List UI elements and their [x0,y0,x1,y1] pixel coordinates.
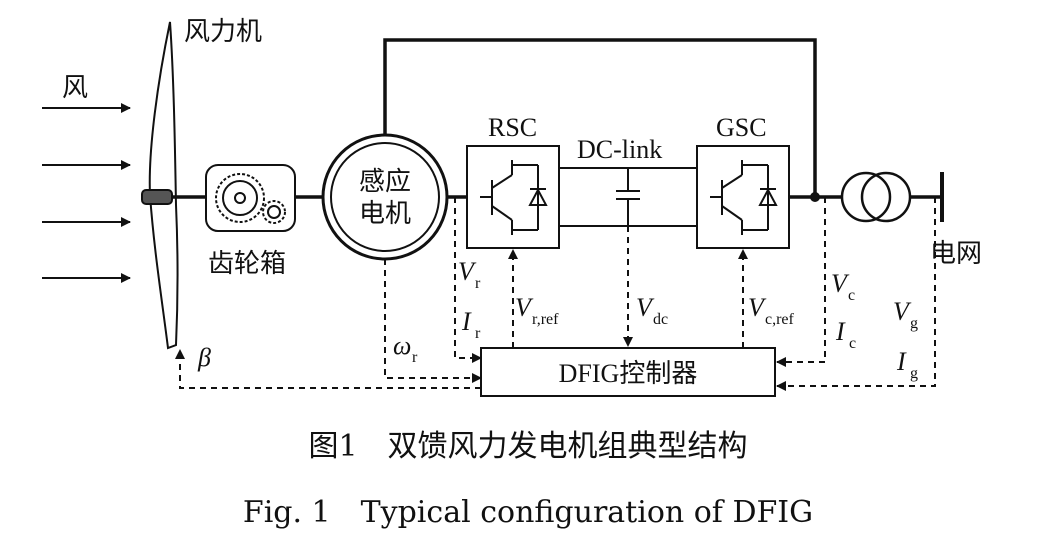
generator-inner [330,142,440,252]
vc-label: V [831,269,850,298]
vrref-label: V [515,293,534,322]
rsc-label: RSC [488,113,537,142]
rsc-igbt-icon [480,160,548,235]
vrref-sub: r,ref [532,311,559,328]
vr-sub: r [475,275,481,292]
caption-en: Fig. 1 Typical configuration of DFIG [243,495,813,530]
vcref-label: V [748,293,767,322]
gearbox-label: 齿轮箱 [208,249,286,279]
ic-sub: c [849,335,856,352]
ig-label: I [896,347,907,376]
transformer-icon [840,171,912,223]
gsc-igbt-icon [710,160,778,235]
gsc-label: GSC [716,113,767,142]
vdc-sub: dc [653,311,668,328]
beta-signal [175,349,481,389]
vr-label: V [458,257,477,286]
vc-ic-signal [776,197,826,367]
omega-label: ω [393,331,411,360]
beta-label: β [197,343,211,372]
dclink-label: DC-link [577,135,662,164]
vc-sub: c [848,287,855,304]
capacitor-icon [616,168,640,226]
omega-sub: r [412,349,418,366]
turbine-hub [141,189,173,205]
wind-arrows [42,103,131,283]
turbine-label: 风力机 [184,17,262,47]
generator-label-line1: 感应 [359,167,411,197]
generator-outer [321,133,449,261]
vcref-sub: c,ref [765,311,795,328]
generator-label-line2: 电机 [359,199,411,229]
ig-sub: g [910,365,918,382]
vg-sub: g [910,315,918,332]
controller-label: DFIG控制器 [559,359,698,388]
ir-sub: r [475,325,481,342]
grid-label: 电网 [930,239,982,269]
ir-label: I [461,307,472,336]
vdc-label: V [636,293,655,322]
gearbox-box [205,164,296,232]
vg-ig-signal [776,197,936,391]
stator-line [383,38,817,197]
turbine-blade [148,21,179,350]
wind-label: 风 [62,73,88,103]
vr-ir-signal [454,197,482,363]
vg-label: V [893,297,912,326]
controller-box [480,347,776,397]
caption-cn: 图1 双馈风力发电机组典型结构 [308,429,747,464]
gear-icon [215,173,286,224]
junction-node [810,192,820,202]
ic-label: I [835,317,846,346]
